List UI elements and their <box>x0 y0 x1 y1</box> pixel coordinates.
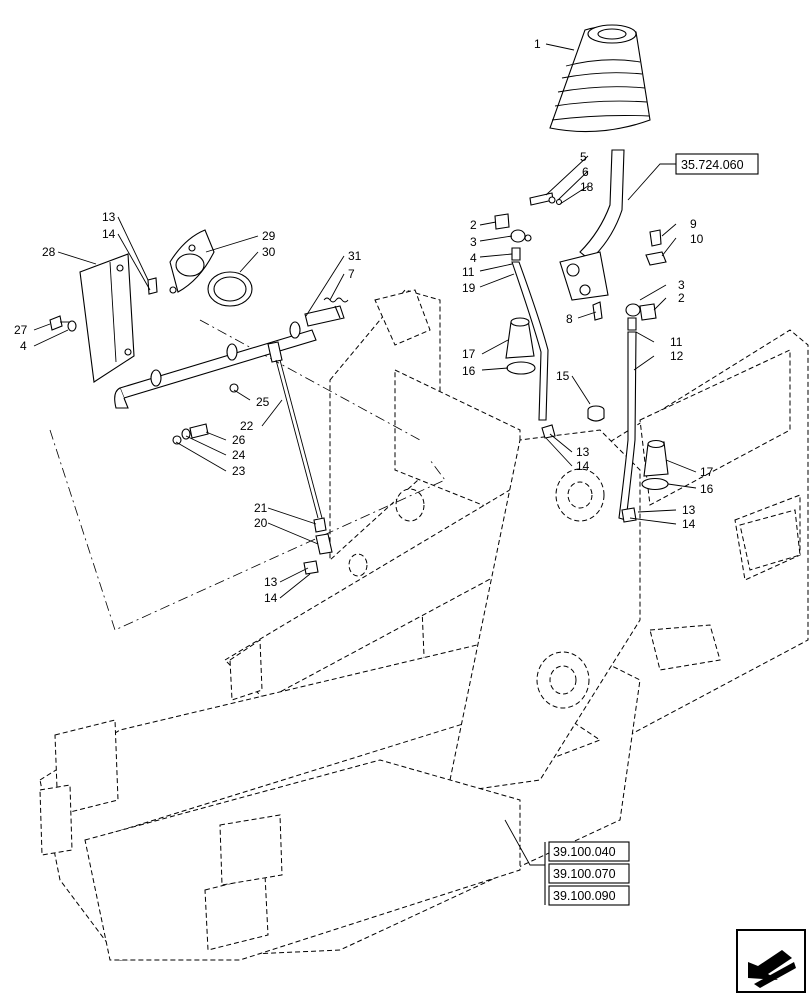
bolt-27 <box>49 315 77 332</box>
callout-13: 13 <box>576 445 590 459</box>
reference-frame-3-label: 39.100.090 <box>553 889 616 903</box>
callout-13: 13 <box>102 210 116 224</box>
callout-11: 11 <box>462 265 475 279</box>
rod-boot-left <box>505 317 536 375</box>
leader-lines <box>33 43 697 866</box>
callout-30: 30 <box>262 245 276 259</box>
callout-15: 15 <box>556 369 570 383</box>
callout-25: 25 <box>256 395 270 409</box>
linkage-shaft <box>114 297 349 409</box>
callout-18: 18 <box>580 180 594 194</box>
reference-frame-3[interactable]: 39.100.090 <box>548 885 630 906</box>
reference-frame-1[interactable]: 39.100.040 <box>548 841 630 862</box>
control-rod-19 <box>511 261 549 421</box>
cover-fold <box>109 261 117 363</box>
callout-19: 19 <box>462 281 476 295</box>
phantom-outline <box>49 429 446 631</box>
callout-13: 13 <box>682 503 696 517</box>
callout-9: 9 <box>690 217 697 231</box>
callout-17: 17 <box>700 465 714 479</box>
callout-6: 6 <box>582 165 589 179</box>
ball-joint-left <box>494 213 532 261</box>
plug-15 <box>587 405 605 422</box>
callout-14: 14 <box>682 517 696 531</box>
callout-14: 14 <box>264 591 278 605</box>
fasteners-23-26 <box>172 383 239 445</box>
cover-hole <box>124 348 132 356</box>
cover-plate-28 <box>79 253 135 383</box>
chassis-frame <box>39 289 809 961</box>
callout-1: 1 <box>534 37 541 51</box>
callout-28: 28 <box>42 245 56 259</box>
callout-22: 22 <box>240 419 254 433</box>
callout-23: 23 <box>232 464 246 478</box>
callout-10: 10 <box>690 232 704 246</box>
callout-5: 5 <box>580 150 587 164</box>
callout-29: 29 <box>262 229 276 243</box>
callout-16: 16 <box>462 364 476 378</box>
callout-8: 8 <box>566 312 573 326</box>
link-rod-22 <box>267 341 333 555</box>
bolt-9-bracket-10 <box>645 229 667 266</box>
reference-frame-group: 39.100.040 39.100.070 39.100.090 <box>544 841 630 906</box>
callout-31: 31 <box>348 249 362 263</box>
callout-7: 7 <box>348 267 355 281</box>
callout-4: 4 <box>20 339 27 353</box>
callout-20: 20 <box>254 516 268 530</box>
reference-frame-2[interactable]: 39.100.070 <box>548 863 630 884</box>
callout-labels: 1 5 6 18 2 3 4 11 19 9 10 3 2 8 11 12 17… <box>14 37 714 605</box>
callout-11: 11 <box>670 335 683 349</box>
callout-2: 2 <box>470 218 477 232</box>
reference-frame-1-label: 39.100.040 <box>553 845 616 859</box>
reference-lever-label: 35.724.060 <box>681 158 744 172</box>
callout-17: 17 <box>462 347 476 361</box>
callout-14: 14 <box>576 459 590 473</box>
callout-4: 4 <box>470 251 477 265</box>
joystick-boot <box>549 24 651 133</box>
control-lever <box>529 149 625 321</box>
callout-3: 3 <box>470 235 477 249</box>
ball-joint-right <box>625 303 657 331</box>
callout-3: 3 <box>678 278 685 292</box>
callout-13: 13 <box>264 575 278 589</box>
reference-lever[interactable]: 35.724.060 <box>675 153 759 175</box>
phantom-line <box>199 319 421 441</box>
callout-24: 24 <box>232 448 246 462</box>
callout-12: 12 <box>670 349 684 363</box>
cover-hole <box>116 264 124 272</box>
callout-16: 16 <box>700 482 714 496</box>
callout-2: 2 <box>678 291 685 305</box>
callout-21: 21 <box>254 501 268 515</box>
reference-frame-2-label: 39.100.070 <box>553 867 616 881</box>
arrow-return-icon[interactable] <box>736 929 806 993</box>
callout-14: 14 <box>102 227 116 241</box>
callout-26: 26 <box>232 433 246 447</box>
callout-27: 27 <box>14 323 28 337</box>
